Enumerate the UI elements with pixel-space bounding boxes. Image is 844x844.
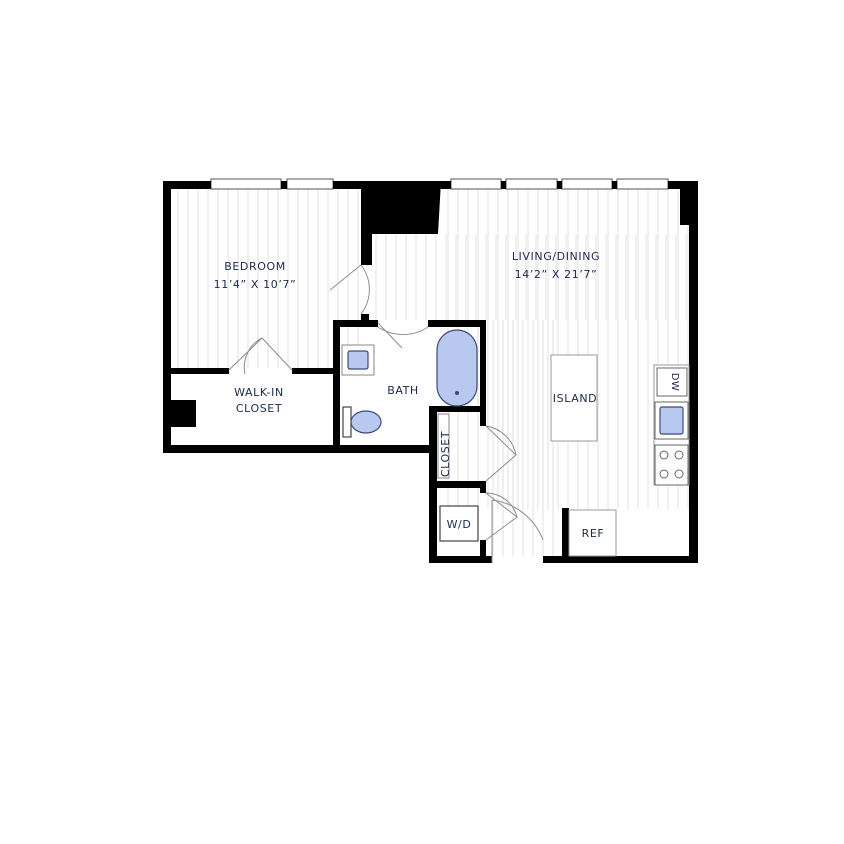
bath-fixtures bbox=[341, 329, 478, 438]
ref-label: REF bbox=[582, 527, 605, 540]
bedroom-label: BEDROOM bbox=[224, 260, 286, 273]
closet-door bbox=[485, 425, 517, 482]
kitchen-sink-icon bbox=[659, 406, 684, 435]
closet-rod bbox=[437, 413, 450, 479]
window bbox=[505, 178, 558, 190]
toilet-tank bbox=[342, 406, 352, 438]
burner-icon bbox=[674, 450, 684, 460]
closet-label: CLOSET bbox=[439, 431, 452, 477]
kitchen-fixtures bbox=[437, 354, 690, 557]
bedroom-door bbox=[329, 264, 370, 315]
bath-door bbox=[377, 322, 429, 349]
toilet-icon bbox=[350, 410, 382, 434]
wd-door bbox=[485, 492, 518, 541]
range bbox=[654, 444, 689, 486]
doors bbox=[228, 264, 544, 563]
island-label: ISLAND bbox=[553, 392, 597, 405]
burner-icon bbox=[659, 469, 669, 479]
burner-icon bbox=[659, 450, 669, 460]
window bbox=[450, 178, 502, 190]
island-counter bbox=[550, 354, 598, 442]
window bbox=[616, 178, 669, 190]
dw-label: DW bbox=[669, 373, 680, 392]
entry-door bbox=[491, 499, 544, 563]
walkin-label: WALK-IN bbox=[234, 386, 284, 399]
burner-icon bbox=[674, 469, 684, 479]
walkin-door bbox=[228, 337, 293, 375]
bath-label: BATH bbox=[387, 384, 419, 397]
window bbox=[286, 178, 334, 190]
walkin-label-2: CLOSET bbox=[236, 402, 282, 415]
living-label: LIVING/DINING bbox=[512, 250, 600, 263]
living-size: 14’2” X 21’7” bbox=[515, 268, 598, 281]
dishwasher-icon bbox=[656, 367, 688, 397]
floor-hatching bbox=[177, 189, 689, 556]
walls bbox=[163, 181, 698, 563]
window bbox=[561, 178, 613, 190]
drain-icon bbox=[455, 391, 459, 395]
bedroom-size: 11’4” X 10’7” bbox=[214, 278, 297, 291]
sink-icon bbox=[347, 350, 369, 370]
washer-dryer bbox=[439, 505, 479, 542]
bathtub-icon bbox=[436, 329, 478, 407]
refrigerator bbox=[568, 509, 617, 557]
window bbox=[210, 178, 282, 190]
wd-label: W/D bbox=[447, 518, 472, 531]
